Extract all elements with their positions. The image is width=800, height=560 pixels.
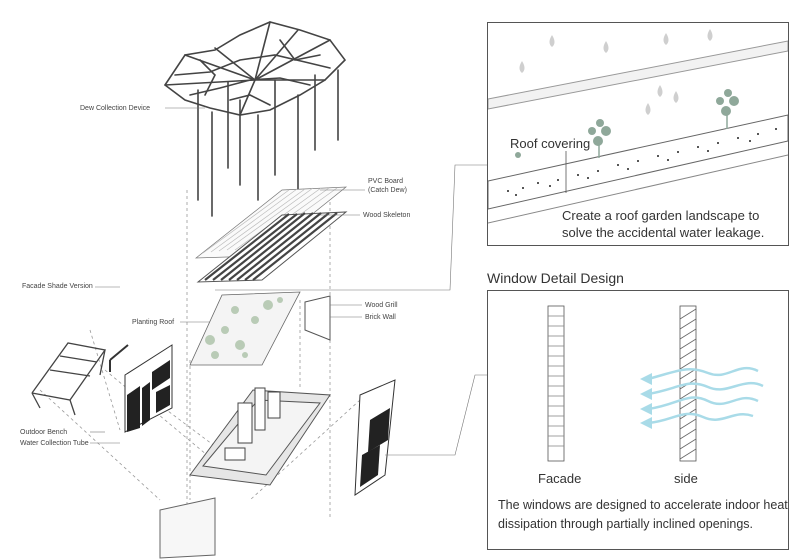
- pvc-board: [194, 186, 348, 259]
- planting-roof: [189, 291, 301, 366]
- wood-skeleton: [196, 211, 348, 283]
- label-facade: Facade: [538, 471, 582, 486]
- facade-shade-frame: [31, 342, 107, 416]
- label-brick-wall: Brick Wall: [365, 314, 396, 321]
- upper-slab: [488, 40, 788, 110]
- outdoor-bench: [109, 344, 129, 372]
- bottom-wall-fragment: [159, 497, 216, 559]
- window-caption-line2: dissipation through partially inclined o…: [498, 517, 754, 531]
- facade-window: [547, 305, 565, 462]
- ground-floor: [189, 387, 331, 486]
- dew-collection-structure: [164, 21, 347, 217]
- label-roof-covering: Roof covering: [510, 136, 591, 151]
- window-detail-graphics: [547, 305, 764, 462]
- roof-layer: [488, 114, 788, 224]
- label-water-tube: Water Collection Tube: [20, 440, 89, 447]
- soil-dots: [507, 128, 777, 196]
- label-dew-collection: Dew Collection Device: [80, 105, 151, 112]
- arrow-heads: [640, 373, 652, 429]
- window-caption-line1: The windows are designed to accelerate i…: [498, 498, 788, 512]
- leader-lines: [90, 107, 487, 456]
- label-planting-roof: Planting Roof: [132, 319, 175, 326]
- roof-detail-panel: Roof covering Create a roof garden lands…: [487, 22, 789, 246]
- label-side: side: [674, 471, 698, 486]
- right-brick-wall: [354, 379, 396, 496]
- label-wood-grill: Wood Grill: [365, 302, 398, 309]
- plants: [515, 89, 739, 158]
- window-detail-panel: Facade side The windows are designed to …: [487, 290, 789, 550]
- airflow-arrows: [647, 366, 764, 425]
- raindrops: [519, 29, 713, 115]
- left-brick-wall: [124, 344, 173, 433]
- label-outdoor-bench: Outdoor Bench: [20, 429, 68, 436]
- roof-caption-line1: Create a roof garden landscape to: [562, 208, 760, 223]
- label-pvc-board: PVC Board (Catch Dew): [368, 178, 407, 194]
- wood-grill-wall: [304, 295, 331, 341]
- label-facade-shade: Facade Shade Version: [22, 283, 93, 290]
- roof-caption-line2: solve the accidental water leakage.: [562, 225, 765, 240]
- window-panel-title: Window Detail Design: [487, 270, 624, 286]
- label-wood-skeleton: Wood Skeleton: [363, 212, 411, 219]
- roof-detail-graphics: [488, 29, 788, 224]
